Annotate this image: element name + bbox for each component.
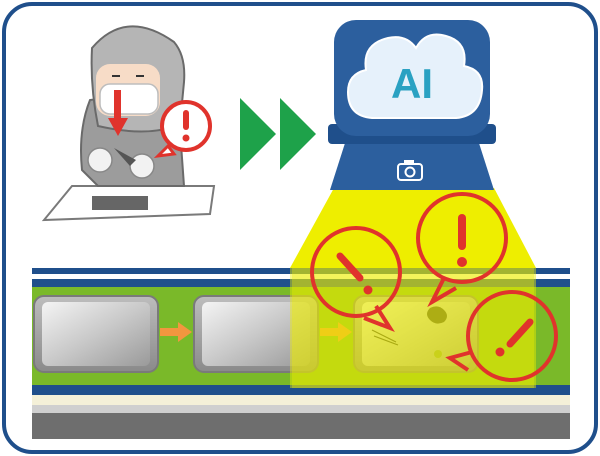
inspection-zone: [290, 268, 536, 388]
ai-cloud-icon: AI: [334, 20, 490, 136]
ai-label: AI: [391, 60, 433, 107]
camera-icon: [397, 160, 423, 181]
alert-bubble-top: [416, 192, 508, 308]
flow-arrow-2: [320, 322, 352, 342]
inspector-worker-icon: [41, 25, 216, 222]
product-panel-1: [33, 295, 159, 373]
double-chevron-right-icon: [240, 98, 316, 170]
flow-arrow-1: [160, 322, 192, 342]
product-panel-defective: [353, 295, 479, 373]
alert-bubble-left: [310, 226, 402, 333]
exclamation-alert-icon: [153, 100, 212, 159]
inspection-beam: [290, 188, 536, 268]
alert-bubble-right: [445, 290, 558, 382]
product-panel-2: [193, 295, 319, 373]
